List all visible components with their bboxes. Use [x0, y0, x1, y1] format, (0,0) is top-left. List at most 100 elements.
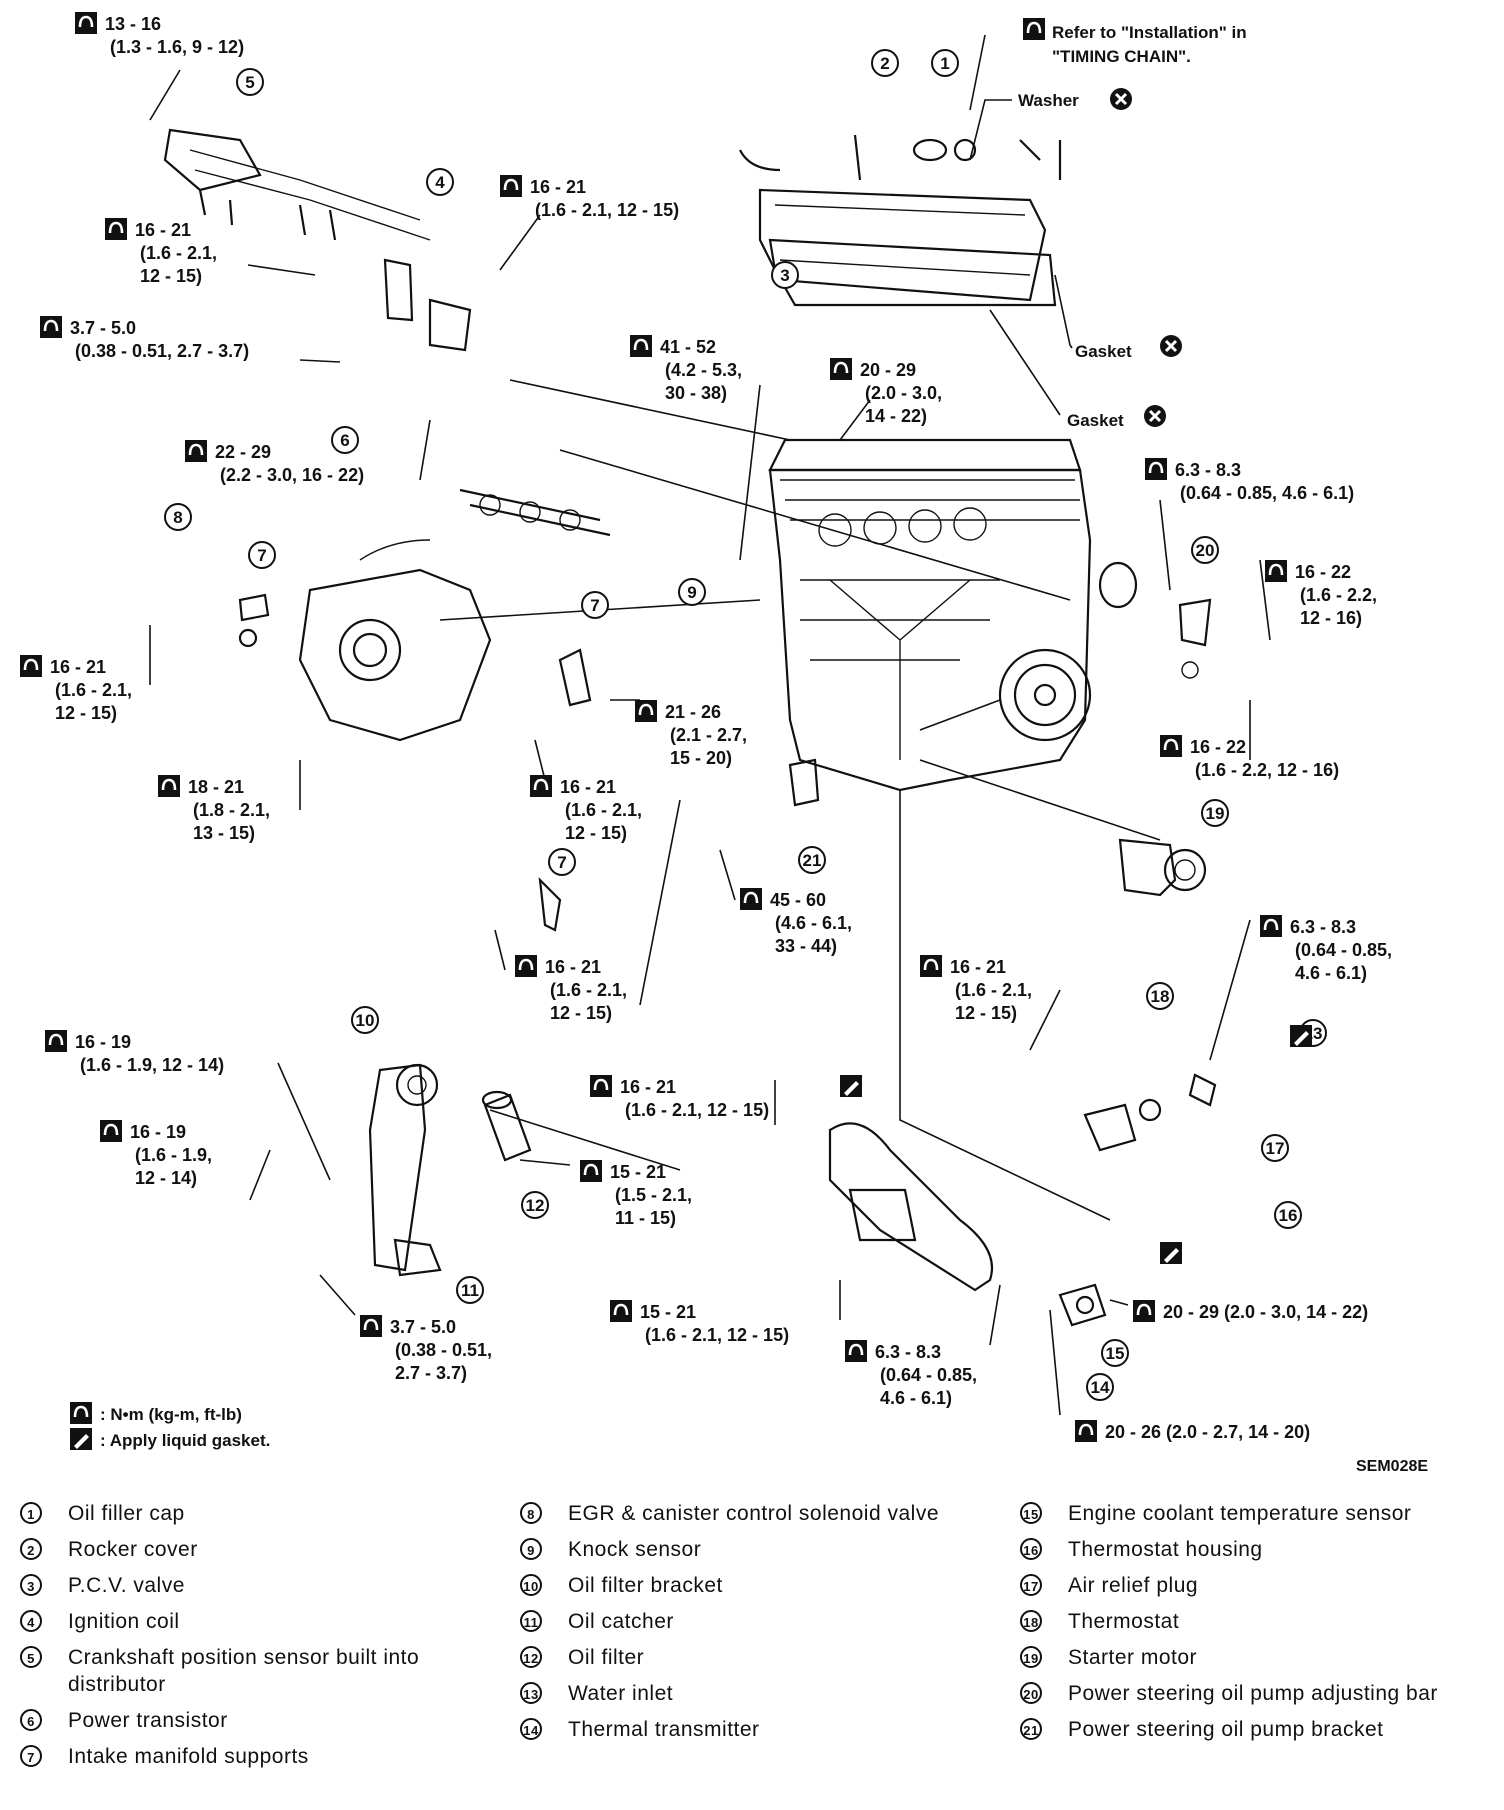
part-badge-number: 1 — [940, 54, 949, 73]
part-badge-number: 17 — [1266, 1139, 1285, 1158]
part-badge-1: 1 — [931, 49, 959, 77]
torque-value-line: (0.38 - 0.51, 2.7 - 3.7) — [75, 341, 249, 361]
torque-wrench-icon — [1263, 558, 1289, 584]
torque-value-line: 16 - 21 — [50, 657, 106, 677]
legend-item-number: 2 — [20, 1538, 42, 1560]
torque-callout-t9: 16 - 22(1.6 - 2.2,12 - 16) — [1263, 558, 1377, 628]
torque-wrench-icon — [628, 333, 654, 359]
torque-wrench-icon — [1073, 1418, 1099, 1444]
torque-callout-t10: 16 - 21 (1.6 - 2.1, 12 - 15) — [18, 653, 132, 723]
torque-wrench-icon — [103, 216, 129, 242]
part-badge-11: 11 — [456, 1276, 484, 1304]
torque-value-line: 11 - 15) — [615, 1208, 676, 1228]
legend-item-number: 17 — [1020, 1574, 1042, 1596]
torque-value-line: 12 - 15) — [565, 823, 627, 843]
torque-value-line: 16 - 21 — [620, 1077, 676, 1097]
torque-callout-t13: 16 - 21 (1.6 - 2.1, 12 - 15) — [528, 773, 642, 843]
torque-value-line: (1.6 - 2.1, — [55, 680, 132, 700]
torque-value-line: (1.6 - 2.1, — [955, 980, 1032, 1000]
torque-value-line: (2.2 - 3.0, 16 - 22) — [220, 465, 364, 485]
legend-item-number: 12 — [520, 1646, 542, 1668]
torque-value-line: 21 - 26 — [665, 702, 721, 722]
torque-value-line: 12 - 15) — [55, 703, 117, 723]
torque-value-line: (1.3 - 1.6, 9 - 12) — [110, 37, 244, 57]
part-badge-number: 15 — [1106, 1344, 1125, 1363]
torque-wrench-icon — [528, 773, 554, 799]
washer-note: Washer — [969, 86, 1134, 161]
torque-callout-t1: 13 - 16(1.3 - 1.6, 9 - 12) — [73, 10, 244, 57]
torque-wrench-icon — [498, 173, 524, 199]
torque-value-line: 30 - 38) — [665, 383, 727, 403]
torque-wrench-icon — [1158, 733, 1184, 759]
torque-value-line: 16 - 19 — [75, 1032, 131, 1052]
legend-item-label: Intake manifold supports — [68, 1745, 309, 1768]
torque-value-line: (1.6 - 2.1, — [550, 980, 627, 1000]
part-badge-number: 4 — [435, 173, 445, 192]
part-badge-number: 9 — [687, 583, 696, 602]
part-badge-19: 19 — [1201, 799, 1229, 827]
part-badge-3: 3 — [771, 261, 799, 289]
torque-callout-t20: 16 - 21(1.6 - 2.1, 12 - 15) — [588, 1073, 769, 1120]
timing-chain-note-line-1: Refer to "Installation" in — [1052, 23, 1247, 42]
torque-callout-t26: 3.7 - 5.0(0.38 - 0.51,2.7 - 3.7) — [358, 1313, 492, 1383]
figure-code: SEM028E — [1356, 1458, 1429, 1475]
torque-callout-t21: 16 - 19(1.6 - 1.9,12 - 14) — [98, 1118, 212, 1188]
legend-item-number: 5 — [20, 1646, 42, 1668]
torque-wrench-icon — [843, 1338, 869, 1364]
legend-item-number: 19 — [1020, 1646, 1042, 1668]
part-badge-12: 12 — [521, 1191, 549, 1219]
torque-callout-t15: 45 - 60(4.6 - 6.1,33 - 44) — [738, 886, 852, 956]
legend-item-label: Oil filter — [568, 1646, 645, 1669]
torque-value-line: 15 - 21 — [610, 1162, 666, 1182]
torque-value-line: 12 - 15) — [955, 1003, 1017, 1023]
torque-wrench-icon — [918, 953, 944, 979]
legend-item-label: Crankshaft position sensor built into di… — [68, 1646, 420, 1696]
legend-item-number: 14 — [520, 1718, 542, 1740]
torque-callout-t7: 22 - 29(2.2 - 3.0, 16 - 22) — [183, 438, 364, 485]
legend-item-label: Thermal transmitter — [568, 1718, 760, 1741]
torque-value-line: (1.6 - 1.9, — [135, 1145, 212, 1165]
torque-value-line: (1.6 - 2.1, — [565, 800, 642, 820]
part-badge-7c: 7 — [548, 848, 576, 876]
part-badge-number: 3 — [780, 266, 789, 285]
legend-item-number: 18 — [1020, 1610, 1042, 1632]
legend-item-number: 9 — [520, 1538, 542, 1560]
torque-wrench-icon — [156, 773, 182, 799]
legend-item-label: Ignition coil — [68, 1610, 180, 1633]
part-badge-number: 16 — [1279, 1206, 1298, 1225]
torque-callout-t18: 16 - 21(1.6 - 2.1,12 - 15) — [918, 953, 1032, 1023]
torque-callout-t5: 41 - 52(4.2 - 5.3,30 - 38) — [628, 333, 742, 403]
washer-label: Washer — [1018, 91, 1079, 110]
torque-value-line: (1.6 - 1.9, 12 - 14) — [80, 1055, 224, 1075]
part-badge-number: 7 — [557, 853, 566, 872]
legend-item-number: 20 — [1020, 1682, 1042, 1704]
part-badge-10: 10 — [351, 1006, 379, 1034]
torque-callout-t3: 16 - 21(1.6 - 2.1,12 - 15) — [103, 216, 217, 286]
torque-value-line: 15 - 21 — [640, 1302, 696, 1322]
torque-value-line: 16 - 21 — [560, 777, 616, 797]
torque-value-line: (1.6 - 2.2, 12 - 16) — [1195, 760, 1339, 780]
legend-item-label: Air relief plug — [1068, 1574, 1199, 1597]
part-badge-number: 14 — [1091, 1378, 1110, 1397]
torque-value-line: 18 - 21 — [188, 777, 244, 797]
torque-callout-t19: 16 - 19 (1.6 - 1.9, 12 - 14) — [43, 1028, 224, 1075]
engine-exploded-diagram: 13 - 16(1.3 - 1.6, 9 - 12)16 - 21(1.6 - … — [18, 10, 1392, 1450]
part-badge-5: 5 — [236, 68, 264, 96]
legend-item: 2 Rocker cover — [20, 1536, 490, 1563]
torque-wrench-icon — [73, 10, 99, 36]
replace-gasket-icon-1 — [1158, 333, 1184, 359]
part-badge-number: 18 — [1151, 987, 1170, 1006]
legend-item-label: Rocker cover — [68, 1538, 198, 1561]
gasket-note-2: Gasket — [989, 309, 1168, 430]
torque-value-line: 4.6 - 6.1) — [880, 1388, 952, 1408]
torque-value-line: 12 - 14) — [135, 1168, 197, 1188]
torque-value-line: 6.3 - 8.3 — [1290, 917, 1356, 937]
legend-item-label: Engine coolant temperature sensor — [1068, 1502, 1412, 1525]
